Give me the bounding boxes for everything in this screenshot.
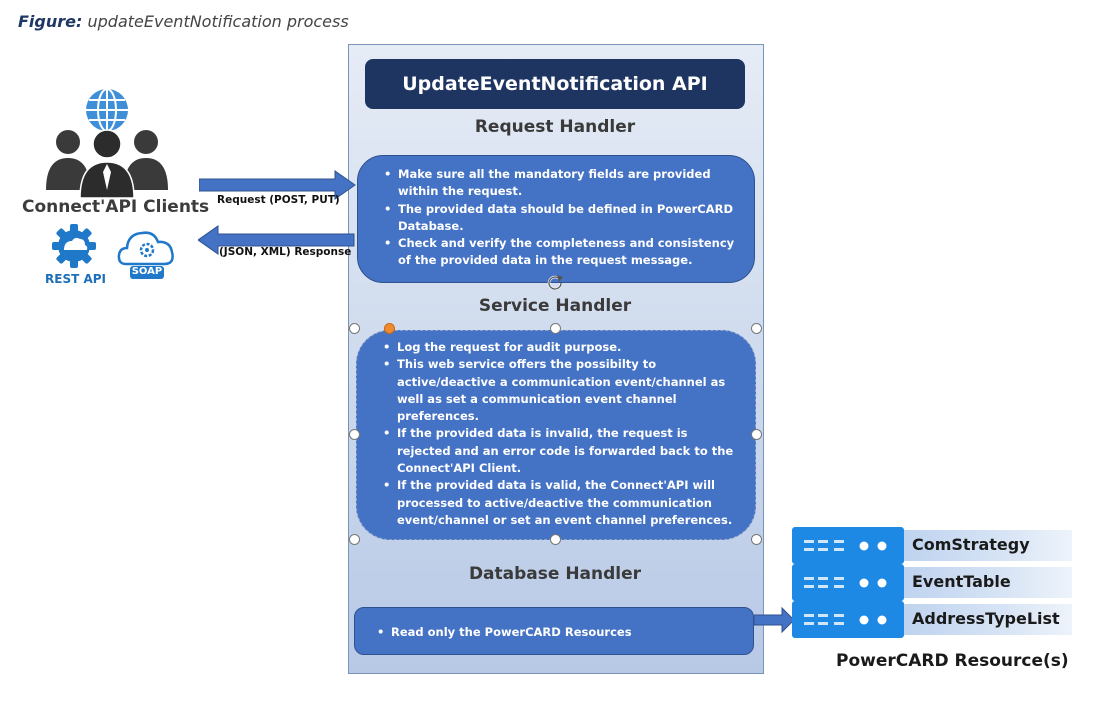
service-item: If the provided data is invalid, the req…: [383, 425, 741, 477]
resource-name: ComStrategy: [912, 535, 1030, 554]
resize-handle[interactable]: [550, 534, 561, 545]
arrow-right-icon: [754, 606, 795, 634]
service-handler-title: Service Handler: [478, 296, 632, 316]
server-icon: [804, 614, 887, 625]
service-item: If the provided data is valid, the Conne…: [383, 477, 741, 529]
rest-api-label: REST API: [45, 272, 106, 286]
server-icon: [804, 577, 887, 588]
database-item: Read only the PowerCARD Resources: [377, 624, 743, 642]
database-handler-box[interactable]: Read only the PowerCARD Resources: [354, 607, 754, 655]
resource-name: AddressTypeList: [912, 609, 1060, 628]
resize-handle[interactable]: [751, 534, 762, 545]
resize-handle[interactable]: [349, 534, 360, 545]
service-item: This web service offers the possibilty t…: [383, 356, 741, 425]
resize-handle[interactable]: [349, 429, 360, 440]
clients-label: Connect'API Clients: [22, 197, 210, 217]
resources-caption: PowerCARD Resource(s): [836, 651, 1069, 671]
service-handler-box[interactable]: Log the request for audit purpose. This …: [356, 330, 756, 540]
adjust-handle[interactable]: [384, 323, 395, 334]
figure-caption: Figure: updateEventNotification process: [18, 12, 349, 31]
server-icon: [804, 540, 887, 551]
response-arrow-label: (JSON, XML) Response: [219, 246, 352, 258]
resource-row: ComStrategy: [792, 527, 1072, 564]
request-item: Check and verify the completeness and co…: [384, 235, 740, 270]
resize-handle[interactable]: [751, 429, 762, 440]
api-title: UpdateEventNotification API: [365, 59, 745, 109]
request-item: Make sure all the mandatory fields are p…: [384, 166, 740, 201]
service-item: Log the request for audit purpose.: [383, 339, 741, 357]
rest-api-gear-icon: [52, 224, 96, 268]
caption-label: Figure:: [18, 12, 83, 31]
request-handler-box[interactable]: Make sure all the mandatory fields are p…: [357, 155, 755, 283]
request-item: The provided data should be defined in P…: [384, 201, 740, 236]
resource-row: EventTable: [792, 564, 1072, 601]
resource-name: EventTable: [912, 572, 1011, 591]
resize-handle[interactable]: [349, 323, 360, 334]
soap-label: SOAP: [131, 266, 163, 277]
resize-handle[interactable]: [751, 323, 762, 334]
rotate-handle-icon[interactable]: [542, 272, 568, 294]
request-handler-title: Request Handler: [474, 117, 636, 137]
database-handler-title: Database Handler: [468, 564, 642, 584]
caption-text: updateEventNotification process: [87, 12, 349, 31]
response-arrow-icon: [198, 225, 355, 255]
request-arrow-label: Request (POST, PUT): [217, 194, 340, 206]
request-arrow-icon: [199, 170, 356, 200]
resize-handle[interactable]: [550, 323, 561, 334]
users-group-icon: [46, 129, 168, 198]
soap-cloud-icon: [117, 231, 174, 279]
resource-row: AddressTypeList: [792, 601, 1072, 638]
